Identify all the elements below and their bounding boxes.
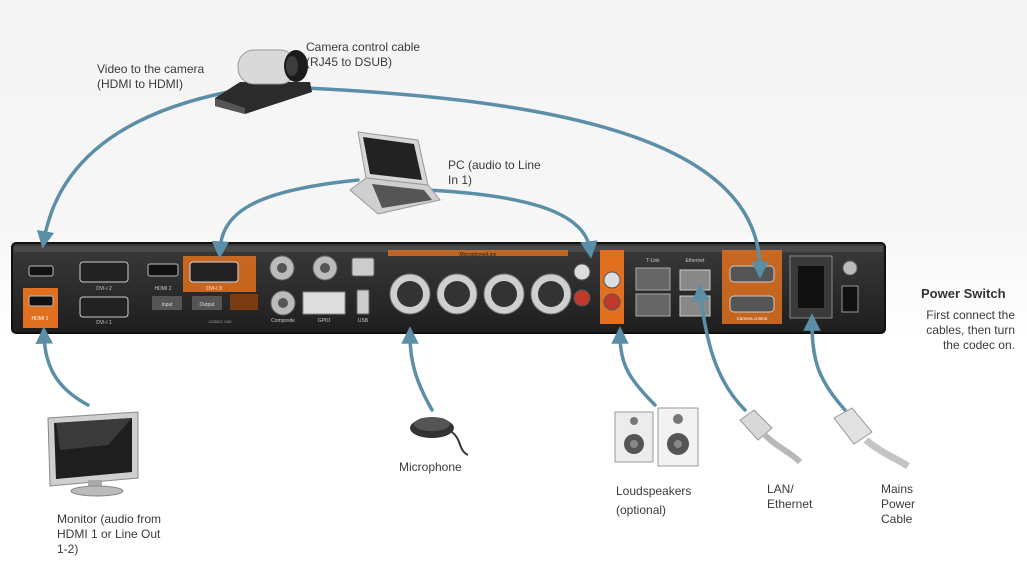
ethernet-port-1[interactable] [679, 269, 711, 291]
input-label: Input [161, 302, 173, 308]
cable-loudspeakers [611, 326, 657, 407]
hdmi-2-port[interactable] [147, 263, 179, 277]
cable-lan [692, 283, 747, 412]
camera-image [215, 49, 312, 114]
cable-camera-control [303, 86, 769, 279]
mic-label: Microphone/Line [460, 252, 497, 258]
dvi3-label: DVI-I 3 [206, 286, 222, 292]
camera-control-label: Camera control [737, 316, 768, 321]
loudspeakers-label: Loudspeakers (optional) [616, 484, 692, 517]
power-switch-title: Power Switch [921, 286, 1006, 301]
ethernet-label: Ethernet [686, 258, 706, 264]
cable-mains [803, 313, 847, 412]
output-port[interactable] [192, 296, 222, 310]
camera-control-highlight [722, 250, 782, 324]
tlink-port-2[interactable] [635, 293, 671, 317]
dsub-port-2[interactable] [729, 295, 775, 313]
gpio-label: GPIO [318, 318, 331, 324]
codec-badge [230, 294, 258, 310]
ground-screw[interactable] [842, 260, 858, 276]
hdmi2-label: HDMI 2 [155, 286, 172, 292]
output-label: Output [199, 302, 215, 308]
cable-microphone [401, 326, 434, 412]
loudspeakers-image [614, 407, 699, 467]
usb-b-port[interactable] [351, 257, 375, 277]
usb-a-port[interactable] [356, 289, 370, 315]
dvi-i-3-port[interactable] [189, 261, 239, 283]
mains-plug-image [833, 407, 910, 469]
pc-audio-label: PC (audio to Line In 1) [448, 158, 541, 187]
line-out-red[interactable] [603, 293, 621, 311]
line-in-white[interactable] [573, 263, 591, 281]
line-in-red[interactable] [573, 289, 591, 307]
dvi-i-1-port[interactable] [79, 296, 129, 318]
camera-control-cable-label: Camera control cable (RJ45 to DSUB) [306, 40, 421, 69]
mains-power-cable-label: Mains Power Cable [881, 482, 916, 526]
dsub-port-1[interactable] [729, 265, 775, 283]
power-switch[interactable] [841, 285, 859, 313]
lan-ethernet-label: LAN/ Ethernet [767, 482, 813, 511]
usb-label: USB [358, 318, 369, 324]
power-switch-description: First connect the cables, then turn the … [926, 308, 1015, 352]
gpio-terminal[interactable] [302, 291, 346, 315]
hdmi1-label: HDMI 1 [32, 316, 49, 322]
line-out-white[interactable] [603, 271, 621, 289]
microphone-image [410, 417, 469, 456]
input-port[interactable] [152, 296, 182, 310]
video-to-camera-label: Video to the camera (HDMI to HDMI) [97, 62, 205, 91]
xlr-inputs[interactable] [389, 273, 572, 315]
composite-label: Composite [271, 318, 295, 324]
cable-hdmi-to-camera [36, 90, 230, 249]
dvi-i-2-port[interactable] [79, 261, 129, 283]
monitor-label: Monitor (audio from HDMI 1 or Line Out 1… [57, 512, 162, 556]
cable-monitor [35, 326, 90, 407]
hdmi-1-port[interactable] [28, 295, 54, 307]
dvi1-label: DVI-I 1 [96, 320, 112, 326]
cable-pc-dvi [211, 178, 360, 259]
codec-back-panel: HDMI 1 DVI-I 2 DVI-I 1 HDMI 2 DVI-I 3 In… [11, 242, 886, 334]
tlink-label: T-Link [646, 258, 660, 264]
ethernet-port-2[interactable] [679, 295, 711, 317]
hdmi-1-port-highlight [23, 288, 58, 328]
mic-strip [388, 250, 568, 256]
codec-label: CODEC C60 [209, 319, 233, 324]
lan-plug-image [739, 409, 803, 465]
monitor-image [47, 411, 139, 497]
microphone-label: Microphone [399, 460, 462, 474]
dvi2-label: DVI-I 2 [96, 286, 112, 292]
hdmi-2-port-top[interactable] [28, 265, 54, 277]
laptop-image [349, 131, 441, 215]
tlink-port[interactable] [635, 267, 671, 291]
cable-pc-audio [426, 188, 598, 259]
cables [35, 86, 847, 412]
